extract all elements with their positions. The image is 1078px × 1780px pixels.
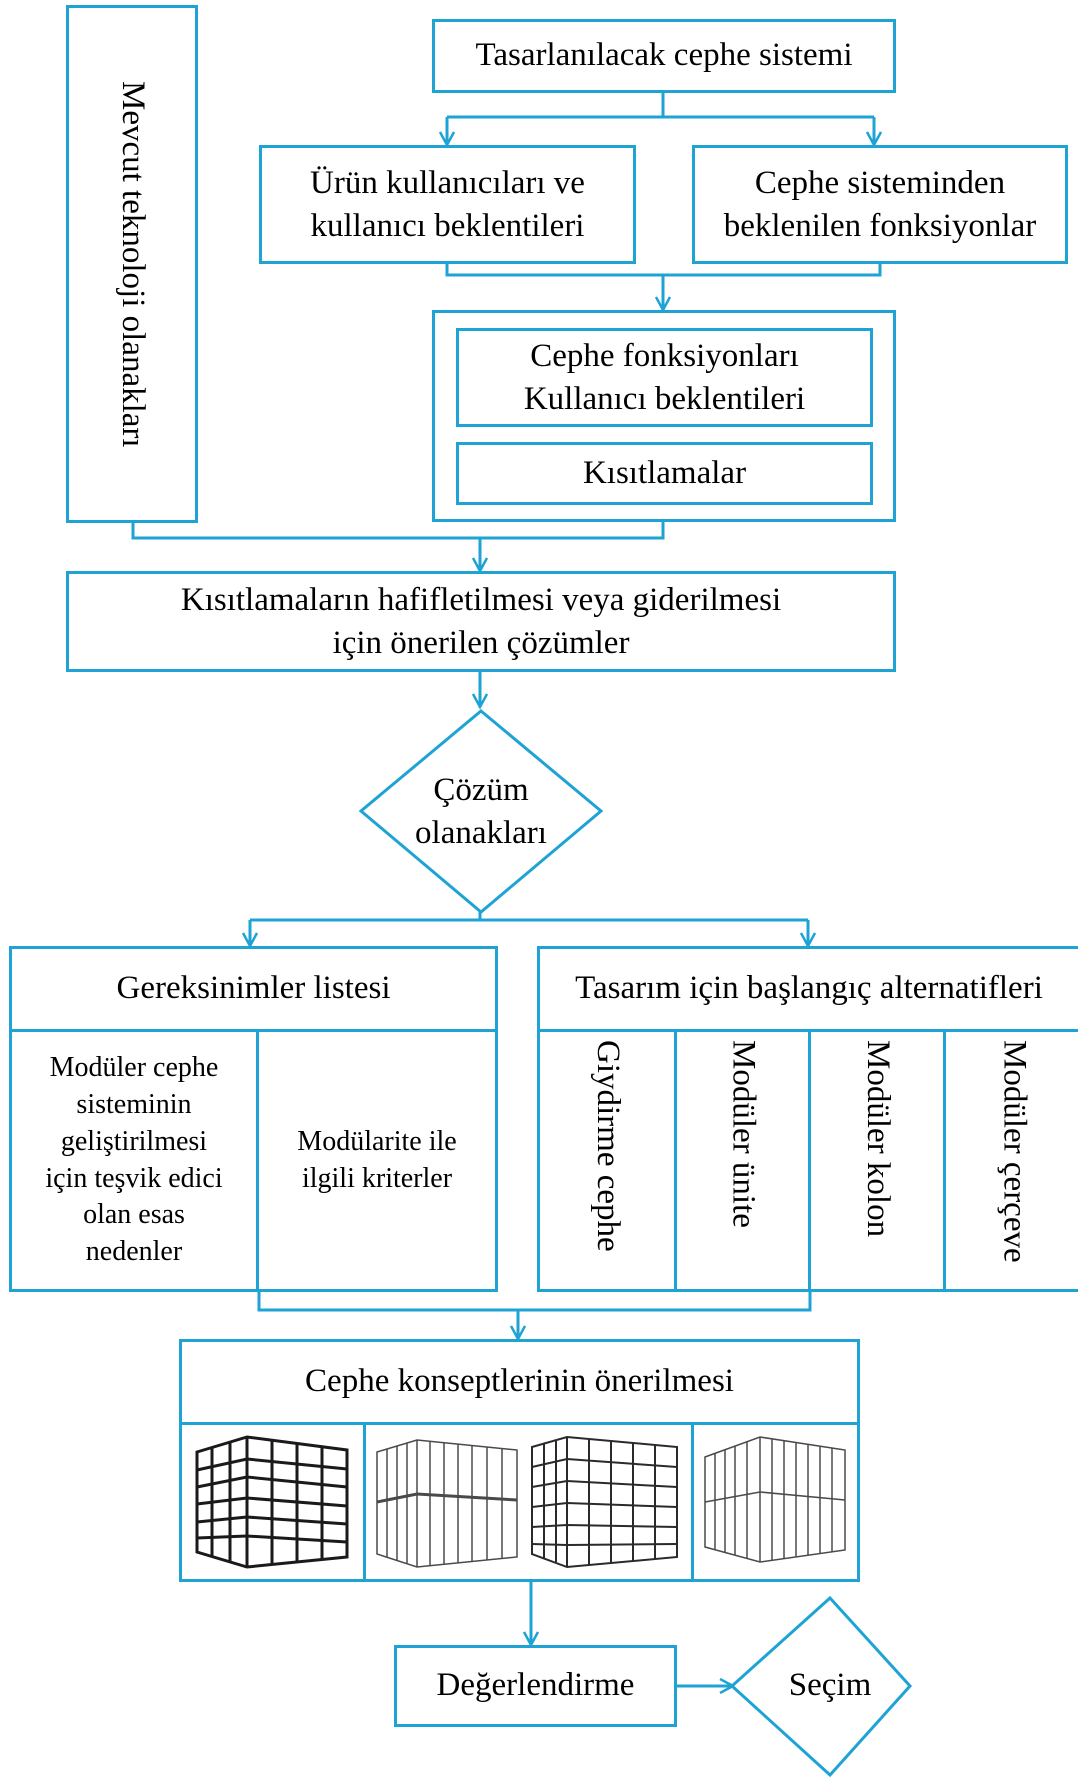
- decision-diamond-selection: [729, 1595, 913, 1778]
- technology-possibilities-box: Mevcut teknoloji olanakları: [66, 5, 198, 523]
- facade-system-title: Tasarlanılacak cephe sistemi: [475, 37, 853, 74]
- solution-possibilities-label: Çözüm olanakları: [415, 771, 547, 851]
- building-sketch-icon: [195, 1435, 349, 1569]
- user-expectations-box: Ürün kullanıcıları ve kullanıcı beklenti…: [259, 145, 636, 264]
- alt-curtain-wall: Giydirme cephe: [540, 1032, 674, 1289]
- decision-diamond-solutions: [358, 709, 604, 914]
- requirements-list-header: Gereksinimler listesi: [12, 949, 495, 1032]
- alt-curtain-wall-label: Giydirme cephe: [589, 1040, 626, 1252]
- alt-modular-unit: Modüler ünite: [677, 1032, 808, 1289]
- requirements-list-title: Gereksinimler listesi: [116, 970, 391, 1007]
- alt-divider-1: [674, 1029, 677, 1289]
- proposed-solutions-label: Kısıtlamaların hafifletilmesi veya gider…: [180, 581, 782, 661]
- evaluation-box: Değerlendirme: [394, 1645, 677, 1727]
- requirements-divider: [256, 1029, 259, 1289]
- concept-divider-1: [363, 1422, 366, 1579]
- alt-divider-2: [808, 1029, 811, 1289]
- expected-functions-box: Cephe sisteminden beklenilen fonksiyonla…: [692, 145, 1068, 264]
- facade-concepts-box: Cephe konseptlerinin önerilmesi: [179, 1339, 860, 1582]
- concept-divider-2: [691, 1422, 694, 1579]
- expected-functions-label: Cephe sisteminden beklenilen fonksiyonla…: [723, 164, 1037, 244]
- facade-concepts-title: Cephe konseptlerinin önerilmesi: [305, 1363, 734, 1400]
- alt-divider-3: [943, 1029, 946, 1289]
- functions-expectations-label: Cephe fonksiyonları Kullanıcı beklentile…: [523, 337, 806, 417]
- alt-modular-column: Modüler kolon: [811, 1032, 943, 1289]
- building-sketch-icon: [531, 1435, 678, 1569]
- facade-system-title-box: Tasarlanılacak cephe sistemi: [432, 19, 896, 93]
- user-expectations-label: Ürün kullanıcıları ve kullanıcı beklenti…: [310, 164, 585, 244]
- alt-modular-unit-label: Modüler ünite: [725, 1040, 762, 1228]
- building-sketch-icon: [704, 1436, 846, 1563]
- modularity-criteria-label: Modülarite ile ilgili kriterler: [297, 1125, 457, 1194]
- constraints-label: Kısıtlamalar: [582, 454, 747, 491]
- design-alternatives-header: Tasarım için başlangıç alternatifleri: [540, 949, 1078, 1032]
- proposed-solutions-box: Kısıtlamaların hafifletilmesi veya gider…: [66, 571, 896, 672]
- design-alternatives-box: Tasarım için başlangıç alternatifleri Gi…: [537, 946, 1078, 1292]
- technology-possibilities-label: Mevcut teknoloji olanakları: [114, 80, 151, 448]
- selection-label: Seçim: [788, 1666, 872, 1703]
- building-sketch-icon: [376, 1439, 518, 1568]
- functions-expectations-box: Cephe fonksiyonları Kullanıcı beklentile…: [456, 328, 873, 427]
- facade-concepts-header: Cephe konseptlerinin önerilmesi: [182, 1342, 857, 1425]
- constraints-box: Kısıtlamalar: [456, 442, 873, 505]
- alt-modular-frame-label: Modüler çerçeve: [996, 1040, 1033, 1263]
- design-alternatives-title: Tasarım için başlangıç alternatifleri: [575, 970, 1043, 1007]
- motivations-label: Modüler cephe sisteminin geliştirilmesi …: [45, 1051, 223, 1268]
- requirements-list-box: Gereksinimler listesi Modüler cephe sist…: [9, 946, 498, 1292]
- evaluation-label: Değerlendirme: [436, 1667, 635, 1704]
- alt-modular-frame: Modüler çerçeve: [946, 1032, 1078, 1289]
- alt-modular-column-label: Modüler kolon: [859, 1040, 896, 1238]
